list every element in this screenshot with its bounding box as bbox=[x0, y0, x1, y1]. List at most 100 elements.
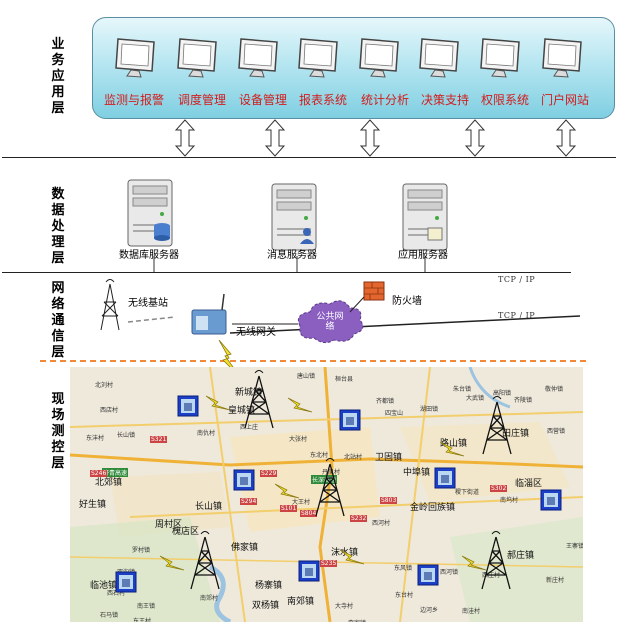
map-place-label: 边河乡 bbox=[420, 607, 439, 614]
map-district-label: 南郊镇 bbox=[287, 597, 315, 607]
lightning-bolt-icon bbox=[461, 555, 487, 571]
map-road-label: S294 bbox=[240, 498, 258, 505]
lightning-bolt-icon bbox=[439, 441, 465, 457]
double-arrow-icon bbox=[360, 119, 380, 157]
field-device-icon bbox=[540, 489, 562, 511]
wireless-gateway-label: 无线网关 bbox=[236, 327, 276, 338]
map-road-label: S232 bbox=[350, 515, 368, 522]
message-server-icon bbox=[271, 183, 317, 251]
business-item-label: 报表系统 bbox=[299, 93, 348, 107]
signal-link-icon bbox=[127, 316, 176, 323]
monitor-icon bbox=[237, 37, 281, 85]
map-road-label: S804 bbox=[300, 510, 318, 517]
separator-network-field bbox=[40, 360, 586, 362]
map-place-label: 敬仲镇 bbox=[545, 386, 564, 393]
map-place-label: 南坞村 bbox=[500, 497, 519, 504]
map-background bbox=[70, 367, 583, 622]
map-district-label: 郝庄镇 bbox=[507, 551, 535, 561]
public-network-cloud-icon bbox=[297, 300, 364, 344]
base-station-label: 无线基站 bbox=[128, 298, 168, 309]
double-arrow-icon bbox=[175, 119, 195, 157]
map-district-label: 北郊镇 bbox=[95, 478, 123, 488]
map-place-label: 东风镇 bbox=[394, 565, 413, 572]
map-district-label: 卫固镇 bbox=[375, 453, 403, 463]
layer-label-business: 业务应用层 bbox=[51, 37, 65, 116]
lightning-bolt-icon bbox=[205, 395, 231, 411]
map-road-label: S235 bbox=[320, 560, 338, 567]
map-district-label: 金岭回族镇 bbox=[410, 503, 456, 513]
map-place-label: 西店村 bbox=[100, 407, 119, 414]
application-server-icon bbox=[402, 183, 448, 251]
map-district-label: 临淄区 bbox=[515, 479, 543, 489]
layer-label-data: 数据处理层 bbox=[51, 187, 65, 266]
lightning-bolt-icon bbox=[339, 549, 365, 565]
signal-tower-icon bbox=[315, 457, 345, 517]
map-place-label: 南仇村 bbox=[197, 430, 216, 437]
map-place-label: 高阳镇 bbox=[493, 390, 512, 397]
monitor-icon bbox=[114, 37, 158, 85]
map-place-label: 罗村镇 bbox=[132, 547, 151, 554]
map-place-label: 唐山镇 bbox=[297, 373, 316, 380]
separator-data-network bbox=[2, 272, 571, 273]
server-icons bbox=[127, 179, 448, 272]
wireless-gateway-icon bbox=[191, 293, 227, 335]
map-place-label: 南洼村 bbox=[462, 608, 481, 615]
map-place-label: 齐陵镇 bbox=[514, 397, 533, 404]
base-station-tower-icon bbox=[100, 279, 120, 331]
database-server-icon bbox=[127, 179, 173, 247]
map-place-label: 东台村 bbox=[395, 592, 414, 599]
map-place-label: 王寨镇 bbox=[566, 543, 583, 550]
monitor-icon bbox=[176, 37, 220, 85]
map-place-label: 东王村 bbox=[133, 618, 152, 622]
map-place-label: 长山镇 bbox=[117, 432, 136, 439]
map-district-label: 长山镇 bbox=[195, 502, 223, 512]
map-district-label: 槐店区 bbox=[172, 527, 200, 537]
map-place-label: 南郊村 bbox=[200, 595, 219, 602]
map-road-label: S321 bbox=[150, 436, 168, 443]
tcp-ip-label-upper: TCP / IP bbox=[498, 275, 536, 284]
network-diagram bbox=[100, 279, 581, 344]
double-arrow-icon bbox=[465, 119, 485, 157]
layer-arrows bbox=[175, 119, 576, 157]
field-device-icon bbox=[339, 409, 361, 431]
double-arrow-icon bbox=[265, 119, 285, 157]
map-district-label: 新城镇 bbox=[235, 388, 263, 398]
map-place-label: 桓台县 bbox=[335, 376, 354, 383]
signal-tower-icon bbox=[482, 395, 512, 455]
map-place-label: 西石村 bbox=[107, 590, 126, 597]
field-device-icon bbox=[115, 571, 137, 593]
map-road-label: S229 bbox=[260, 470, 278, 477]
map-place-label: 西河村 bbox=[372, 520, 391, 527]
business-item-label: 调度管理 bbox=[178, 93, 227, 107]
map-place-label: 西营镇 bbox=[547, 428, 566, 435]
map-district-label: 杨寨镇 bbox=[255, 581, 283, 591]
map-place-label: 东沣村 bbox=[86, 435, 105, 442]
separator-business-data bbox=[2, 157, 616, 158]
map-place-label: 西上庄 bbox=[240, 424, 259, 431]
monitor-icon bbox=[297, 37, 341, 85]
map-district-label: 双杨镇 bbox=[252, 601, 280, 611]
business-item-label: 监测与报警 bbox=[104, 93, 165, 107]
map-road-label: S302 bbox=[490, 485, 508, 492]
layer-label-field: 现场测控层 bbox=[51, 392, 65, 471]
business-item-label: 统计分析 bbox=[361, 93, 410, 107]
map-district-label: 中埠镇 bbox=[403, 468, 431, 478]
field-device-icon bbox=[298, 560, 320, 582]
tcp-ip-label-lower: TCP / IP bbox=[498, 311, 536, 320]
layer-label-network: 网络通信层 bbox=[51, 281, 65, 360]
map-district-label: 临池镇 bbox=[90, 581, 118, 591]
double-arrow-icon bbox=[556, 119, 576, 157]
field-devices bbox=[115, 369, 562, 593]
map-district-label: 路山镇 bbox=[440, 439, 468, 449]
map-road-label: S101 bbox=[280, 505, 298, 512]
monitor-icon bbox=[541, 37, 585, 85]
map-place-label: 丹凤村 bbox=[322, 469, 341, 476]
map-district-label: 佛家镇 bbox=[231, 543, 259, 553]
signal-tower-icon bbox=[481, 530, 511, 590]
monitor-icon bbox=[418, 37, 462, 85]
monitor-icon bbox=[479, 37, 523, 85]
map-place-label: 大武镇 bbox=[466, 395, 485, 402]
map-place-label: 大张村 bbox=[289, 436, 308, 443]
lightning-bolt-icon bbox=[274, 483, 300, 499]
business-item-label: 门户网站 bbox=[541, 93, 590, 107]
